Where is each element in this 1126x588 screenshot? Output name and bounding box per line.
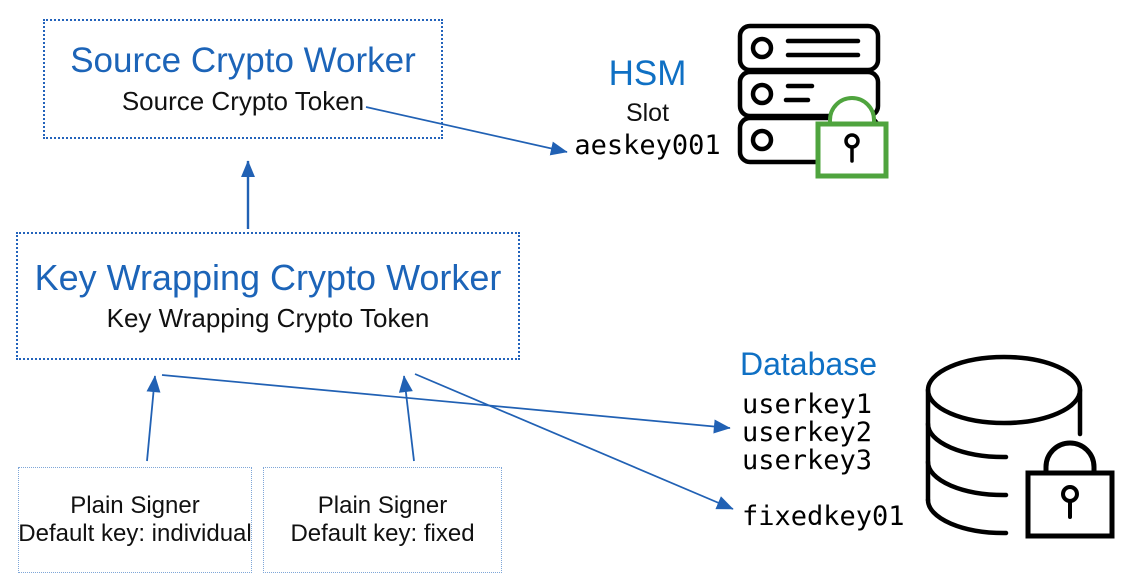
hsm-title: HSM [608,54,687,93]
key-wrapping-crypto-token-label: Key Wrapping Crypto Token [106,303,430,334]
database-fixed-key: fixedkey01 [742,501,905,532]
arrow-signerindividual-to-keywrapping [146,375,161,462]
plain-signer-individual-defaultkey: Default key: individual [18,520,252,547]
plain-signer-fixed-defaultkey: Default key: fixed [290,520,475,547]
hsm-label-group: HSM Slot aeskey001 [555,56,740,160]
key-wrapping-crypto-worker-title: Key Wrapping Crypto Worker [34,257,502,299]
source-crypto-token-label: Source Crypto Token [121,85,365,116]
hsm-slot-label: Slot [625,99,670,127]
plain-signer-fixed-title: Plain Signer [317,492,448,520]
key-wrapping-crypto-worker-box: Key Wrapping Crypto Worker Key Wrapping … [16,232,520,360]
plain-signer-individual-box: Plain Signer Default key: individual [18,467,252,573]
database-cylinder-icon [924,352,1084,547]
database-userkey2: userkey2 [742,417,873,448]
database-userkey1: userkey1 [742,389,873,420]
green-padlock-icon [812,88,892,180]
database-user-keys: userkey1 userkey2 userkey3 [742,391,872,475]
source-crypto-worker-box: Source Crypto Worker Source Crypto Token [43,19,443,139]
arrow-signerfixed-to-keywrapping [398,375,415,462]
black-padlock-icon [1020,430,1120,542]
plain-signer-fixed-box: Plain Signer Default key: fixed [263,467,502,573]
database-title: Database [740,346,877,382]
plain-signer-individual-title: Plain Signer [70,492,200,520]
arrow-keywrapping-to-userkeys [161,374,731,434]
source-crypto-worker-title: Source Crypto Worker [70,40,416,80]
hsm-key-name: aeskey001 [574,130,721,161]
database-userkey3: userkey3 [742,445,873,476]
